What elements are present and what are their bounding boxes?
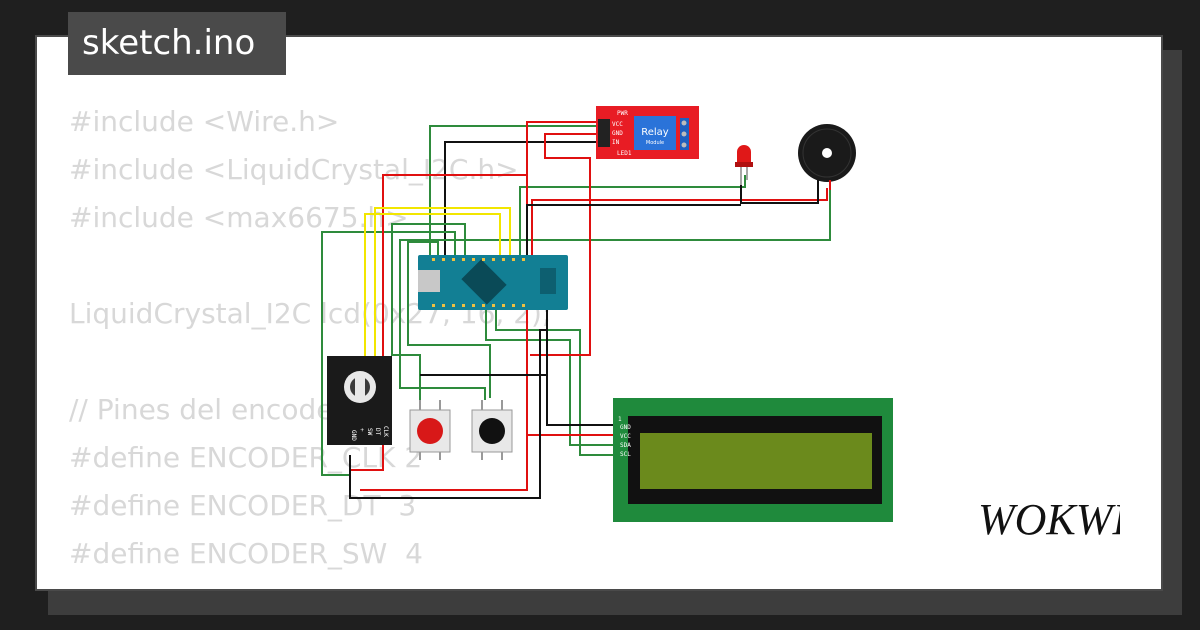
lcd-pin-scl: SCL [620, 451, 631, 458]
relay-label: Relay [641, 127, 669, 138]
red-pushbutton [409, 400, 451, 460]
file-title: sketch.ino [68, 12, 286, 75]
black-pushbutton [471, 400, 513, 460]
arduino-nano [418, 255, 568, 310]
relay-sublabel: Module [646, 140, 664, 146]
lcd-pin-1: 1 [618, 416, 622, 423]
lcd-display: 1 GND VCC SDA SCL [613, 398, 893, 522]
led [735, 145, 753, 185]
encoder-pin-plus: + [358, 428, 365, 432]
encoder-pin-dt: DT [374, 428, 381, 436]
relay-led-pwr: PWR [617, 110, 628, 117]
buzzer [798, 124, 856, 192]
lcd-pin-vcc: VCC [620, 433, 631, 440]
relay-pin-vcc: VCC [612, 121, 623, 128]
rotary-encoder: GND + SW DT CLK [327, 356, 392, 445]
encoder-pin-sw: SW [366, 428, 373, 436]
code-line: #define ENCODER_DT 3 [69, 489, 417, 522]
code-line: #include <LiquidCrystal_I2C.h> [69, 153, 519, 186]
encoder-pin-clk: CLK [382, 426, 389, 437]
wokwi-logo-text: WOKWI [978, 495, 1120, 540]
code-line: #include <Wire.h> [69, 105, 340, 138]
relay-led-1: LED1 [617, 150, 632, 157]
wokwi-logo: WOKWI [978, 495, 1120, 540]
encoder-pin-gnd: GND [350, 430, 357, 441]
code-line: #define ENCODER_SW 4 [69, 537, 423, 570]
code-line: #define ENCODER_CLK 2 [69, 441, 423, 474]
relay-module: Relay Module VCC GND IN PWR LED1 [596, 106, 699, 159]
relay-pin-in: IN [612, 139, 620, 146]
code-line: // Pines del encoder [69, 393, 345, 426]
lcd-pin-gnd: GND [620, 424, 631, 431]
lcd-pin-sda: SDA [620, 442, 631, 449]
relay-pin-gnd: GND [612, 130, 623, 137]
